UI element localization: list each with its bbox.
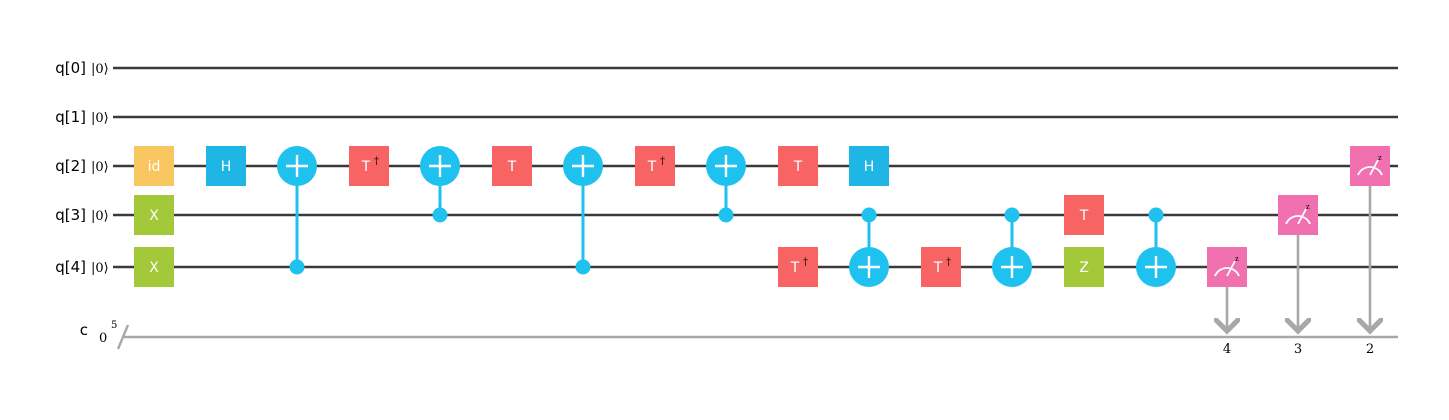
gate-t-box [778, 146, 818, 186]
gate-tdg-label: T [790, 260, 800, 276]
dagger-symbol: † [660, 156, 665, 167]
cnot-gate [706, 146, 746, 223]
gate-t-box [492, 146, 532, 186]
gate-id-label: id [148, 159, 161, 175]
cnot-control-dot [1148, 207, 1164, 223]
dagger-symbol: † [374, 156, 379, 167]
meter-needle-icon [1297, 208, 1307, 225]
measure-bit-index: 2 [1366, 342, 1374, 357]
gate-x-box [134, 195, 174, 235]
cnot-control-dot [432, 207, 448, 223]
qubit-label: q[2] [55, 157, 86, 175]
gate-h-box [849, 146, 889, 186]
gate-t: T [778, 146, 818, 186]
cnot-gate [992, 207, 1032, 287]
measure-gate: z4 [1207, 247, 1247, 357]
meter-needle-icon [1226, 260, 1236, 277]
gate-t: T [492, 146, 532, 186]
cnot-gate [563, 146, 603, 275]
cnot-gate [420, 146, 460, 223]
classical-init: 0 [99, 331, 107, 346]
gate-tdg: T† [349, 146, 389, 186]
gate-tdg: T† [921, 247, 961, 287]
gate-x: X [134, 247, 174, 287]
gate-tdg-label: T [361, 159, 371, 175]
dagger-symbol: † [803, 257, 808, 268]
gate-h: H [206, 146, 246, 186]
cnot-gate [277, 146, 317, 275]
gate-t-box [1064, 195, 1104, 235]
gate-x: X [134, 195, 174, 235]
cnot-control-dot [289, 259, 305, 275]
classical-size: 5 [111, 320, 117, 331]
measure-gate: z3 [1278, 195, 1318, 357]
gate-tdg-box [635, 146, 675, 186]
meter-arc-icon [1357, 166, 1383, 176]
gate-tdg: T† [635, 146, 675, 186]
qubit-init-state: |0⟩ [91, 209, 109, 224]
measure-gate: z2 [1350, 146, 1390, 357]
cnot-control-dot [1004, 207, 1020, 223]
qubit-init-state: |0⟩ [91, 261, 109, 276]
qubit-init-state: |0⟩ [91, 160, 109, 175]
meter-needle-icon [1369, 159, 1379, 176]
meter-basis-z: z [1235, 255, 1239, 263]
cnot-gate [849, 207, 889, 287]
gate-z-label: Z [1079, 260, 1089, 276]
gate-id: id [134, 146, 174, 186]
meter-basis-z: z [1378, 154, 1382, 162]
gate-tdg-label: T [933, 260, 943, 276]
classical-bundle-slash [116, 324, 130, 350]
qubit-label: q[0] [55, 59, 86, 77]
cnot-gate [1136, 207, 1176, 287]
gate-h-box [206, 146, 246, 186]
wires [113, 66, 1398, 350]
measure-box [1207, 247, 1247, 287]
gate-tdg-box [778, 247, 818, 287]
classical-label: c [80, 321, 88, 339]
gate-x-label: X [149, 208, 159, 224]
gate-t-label: T [1079, 208, 1089, 224]
gate-h-label: H [221, 159, 232, 175]
gate-tdg-box [921, 247, 961, 287]
gate-t-label: T [507, 159, 517, 175]
cnot-control-dot [718, 207, 734, 223]
meter-arc-icon [1285, 215, 1311, 225]
gate-x-box [134, 247, 174, 287]
measure-box [1350, 146, 1390, 186]
qubit-label: q[4] [55, 258, 86, 276]
cnot-control-dot [575, 259, 591, 275]
gate-z-box [1064, 247, 1104, 287]
measure-box [1278, 195, 1318, 235]
gate-id-box [134, 146, 174, 186]
qubit-label: q[3] [55, 206, 86, 224]
gate-tdg-label: T [647, 159, 657, 175]
gate-tdg: T† [778, 247, 818, 287]
measure-bit-index: 3 [1294, 342, 1302, 357]
cnot-control-dot [861, 207, 877, 223]
gate-tdg-box [349, 146, 389, 186]
qubit-init-state: |0⟩ [91, 111, 109, 126]
gate-h-label: H [864, 159, 875, 175]
gate-t: T [1064, 195, 1104, 235]
gate-z: Z [1064, 247, 1104, 287]
meter-basis-z: z [1306, 203, 1310, 211]
gate-x-label: X [149, 260, 159, 276]
measure-bit-index: 4 [1223, 342, 1231, 357]
meter-arc-icon [1214, 267, 1240, 277]
qubit-label: q[1] [55, 108, 86, 126]
dagger-symbol: † [946, 257, 951, 268]
gate-t-label: T [793, 159, 803, 175]
gate-h: H [849, 146, 889, 186]
qubit-init-state: |0⟩ [91, 62, 109, 77]
